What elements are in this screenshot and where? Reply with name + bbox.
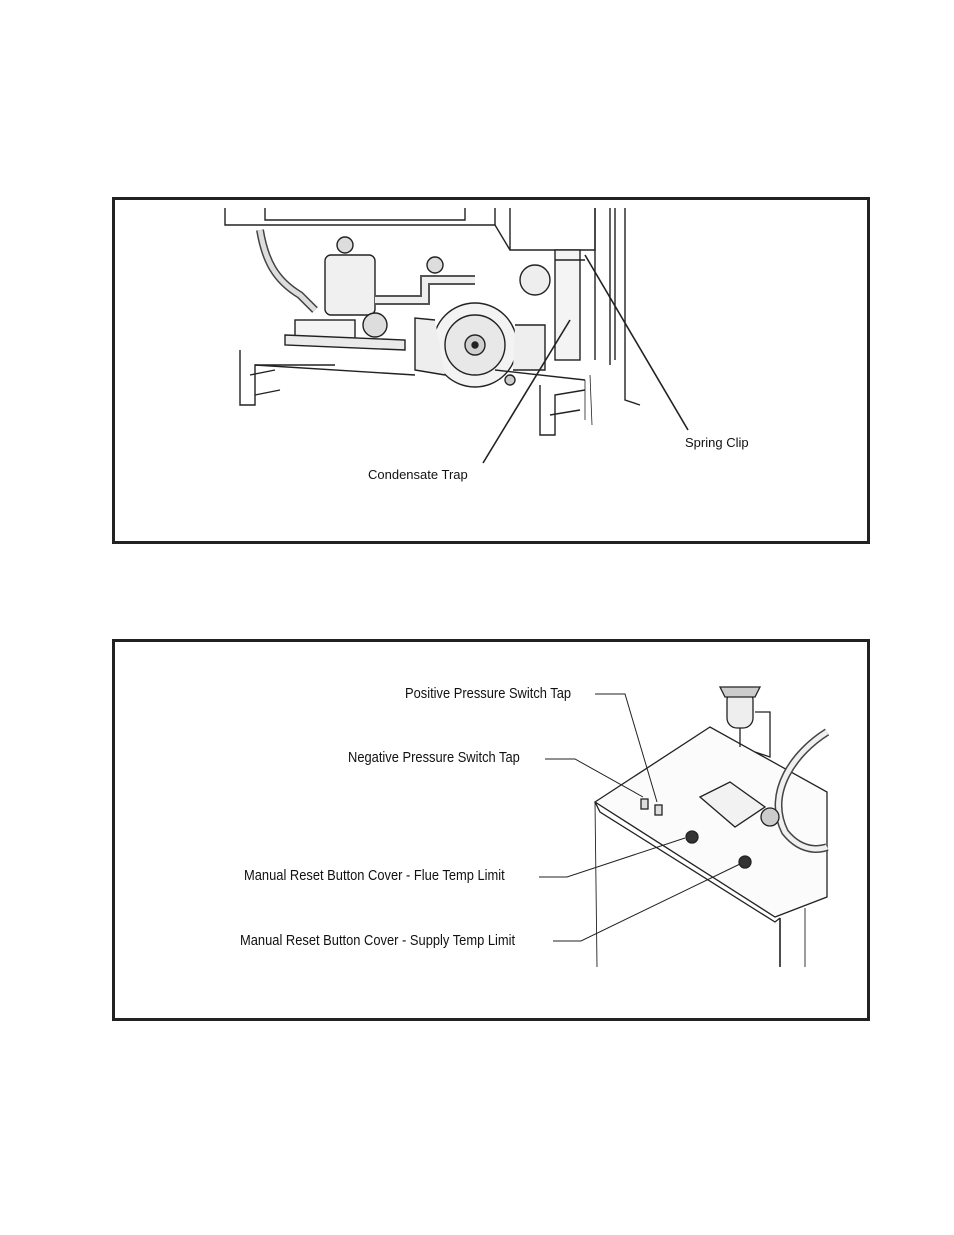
condensate-trap-label: Condensate Trap: [368, 467, 468, 482]
figure-1-frame: Spring Clip Condensate Trap: [112, 197, 870, 544]
figure-2-frame: Positive Pressure Switch Tap Negative Pr…: [112, 639, 870, 1021]
boiler-piping-drawing: [224, 208, 689, 464]
negative-pressure-tap-label: Negative Pressure Switch Tap: [348, 749, 520, 766]
spring-clip-label: Spring Clip: [685, 435, 749, 450]
positive-pressure-tap-label: Positive Pressure Switch Tap: [405, 685, 572, 702]
flue-temp-reset-label: Manual Reset Button Cover - Flue Temp Li…: [244, 867, 505, 884]
supply-temp-reset-label: Manual Reset Button Cover - Supply Temp …: [240, 932, 516, 949]
boiler-top-panel-drawing: [539, 686, 830, 968]
